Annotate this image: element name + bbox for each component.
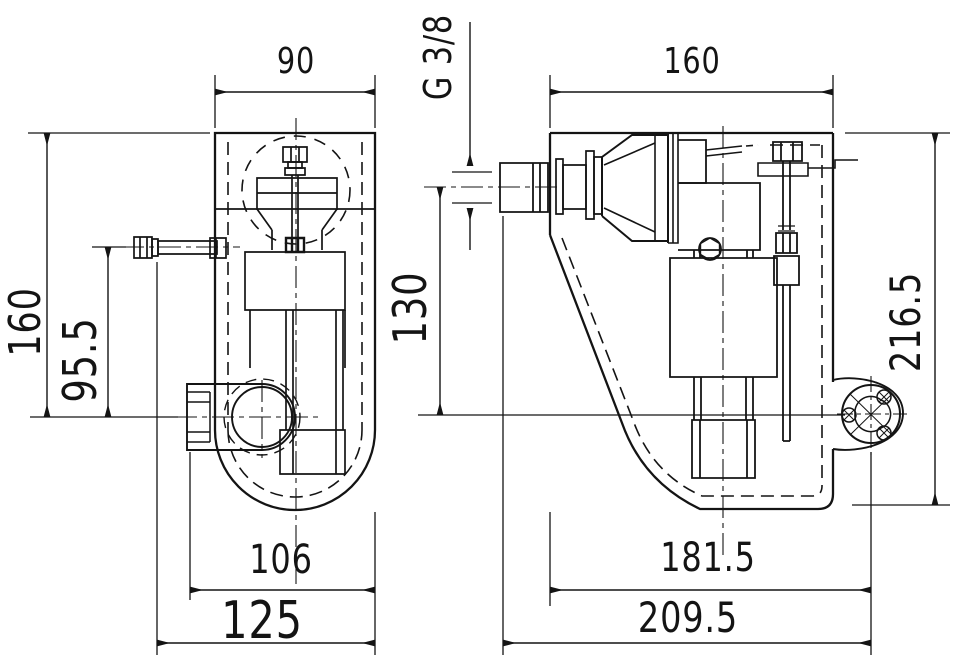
dim-label-216-5: 216.5 <box>881 271 930 373</box>
front-dimension-lines <box>43 88 375 647</box>
dim-label-160-left: 160 <box>0 287 51 357</box>
inlet-washers <box>555 150 603 220</box>
dim-label-95-5: 95.5 <box>53 317 107 403</box>
front-centerlines <box>122 118 322 588</box>
dim-label-g38: G 3/8 <box>416 13 460 101</box>
dim-label-106: 106 <box>249 537 313 583</box>
cone-phantom-circle <box>241 135 351 245</box>
lever-arm <box>705 144 858 177</box>
front-view <box>28 75 377 655</box>
dim-label-125: 125 <box>221 591 303 651</box>
dim-label-130: 130 <box>383 271 437 345</box>
front-internals <box>215 146 375 475</box>
side-dimension-lines <box>436 22 939 647</box>
side-tank-outline <box>548 131 835 511</box>
side-view <box>418 22 950 655</box>
side-centerlines <box>424 126 907 560</box>
cone-housing <box>601 132 679 244</box>
side-hidden-wall <box>561 144 823 497</box>
front-body-outline <box>213 131 377 512</box>
valve-body <box>669 139 778 479</box>
dim-label-209-5: 209.5 <box>637 593 739 642</box>
dim-label-90: 90 <box>276 41 316 82</box>
dim-label-181-5: 181.5 <box>660 535 756 581</box>
side-bolt <box>133 236 227 259</box>
front-hidden-wall <box>227 142 363 498</box>
dim-label-160-top: 160 <box>663 41 721 82</box>
